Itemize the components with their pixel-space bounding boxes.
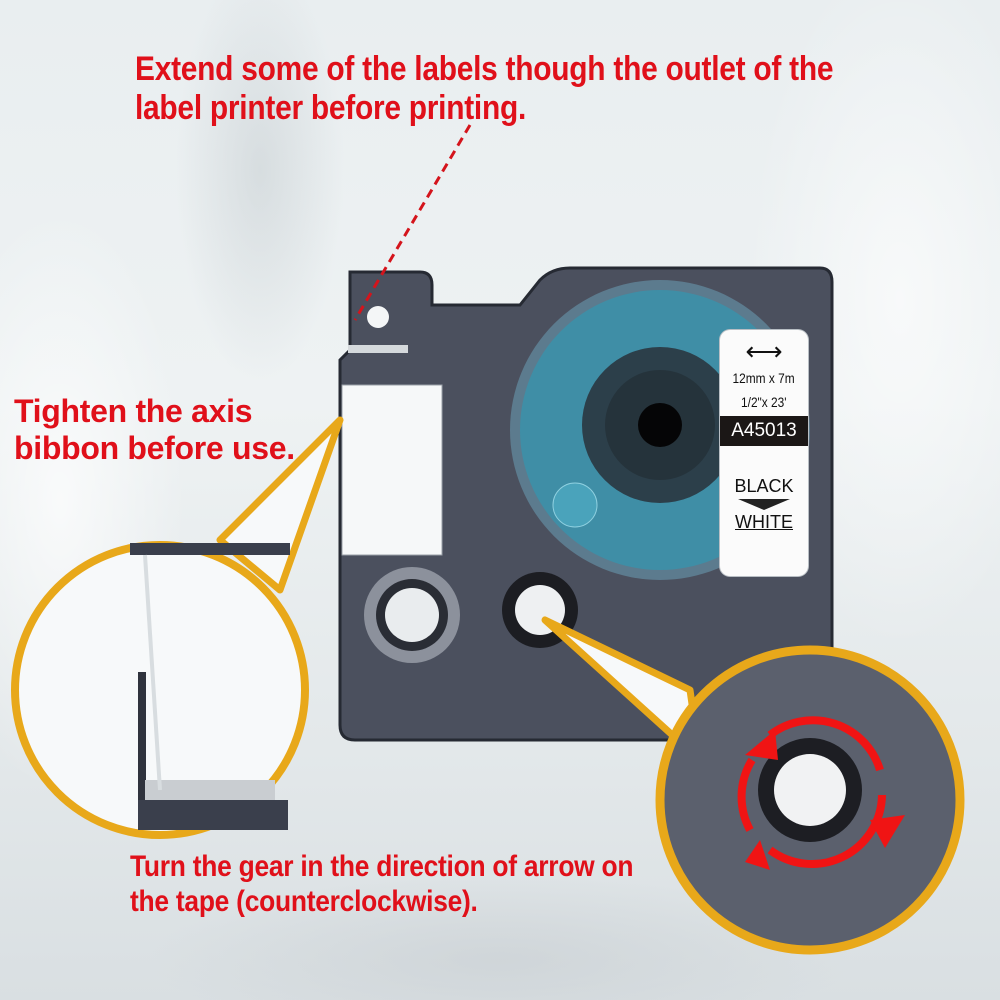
instruction-top: Extend some of the labels though the out… <box>135 50 834 128</box>
width-arrow-icon: ⟷ <box>745 336 783 366</box>
tape-window <box>341 384 443 556</box>
spool-hole <box>638 403 682 447</box>
tape-outlet-slot <box>348 345 408 353</box>
size-metric: 12mm x 7m <box>732 370 796 386</box>
hub-hole <box>385 588 439 642</box>
outlet-hole <box>367 306 389 328</box>
right-magnifier-callout <box>541 616 965 955</box>
background-color: WHITE <box>735 512 793 532</box>
size-imperial: 1/2"x 23' <box>741 394 787 410</box>
text-color: BLACK <box>734 476 794 496</box>
instruction-left: Tighten the axis bibbon before use. <box>14 393 295 466</box>
model-number: A45013 <box>720 416 808 446</box>
rotation-arrow <box>767 716 884 772</box>
down-triangle-icon <box>738 499 790 510</box>
left-magnifier-callout <box>11 416 344 839</box>
pointer-line <box>353 124 472 321</box>
tape-spec-label: ⟷ 12mm x 7m 1/2"x 23' A45013 BLACK WHITE <box>720 330 808 576</box>
instruction-bottom: Turn the gear in the direction of arrow … <box>130 850 634 918</box>
